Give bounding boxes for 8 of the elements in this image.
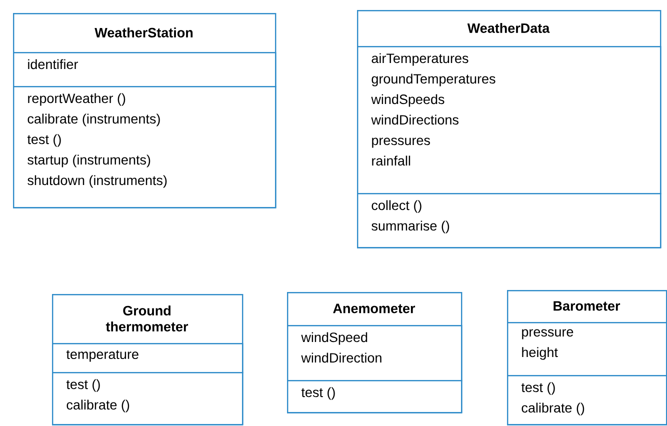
operation-compartment: test () calibrate () [52,372,244,426]
attribute-compartment: temperature [52,343,244,374]
operation-compartment: collect () summarise () [357,193,662,248]
attribute-compartment: windSpeed windDirection [287,325,462,382]
operation-compartment: test () calibrate () [507,375,667,426]
attribute-compartment: pressure height [507,322,667,376]
attribute-compartment: identifier [13,52,276,88]
operation-compartment: test () [287,380,462,414]
